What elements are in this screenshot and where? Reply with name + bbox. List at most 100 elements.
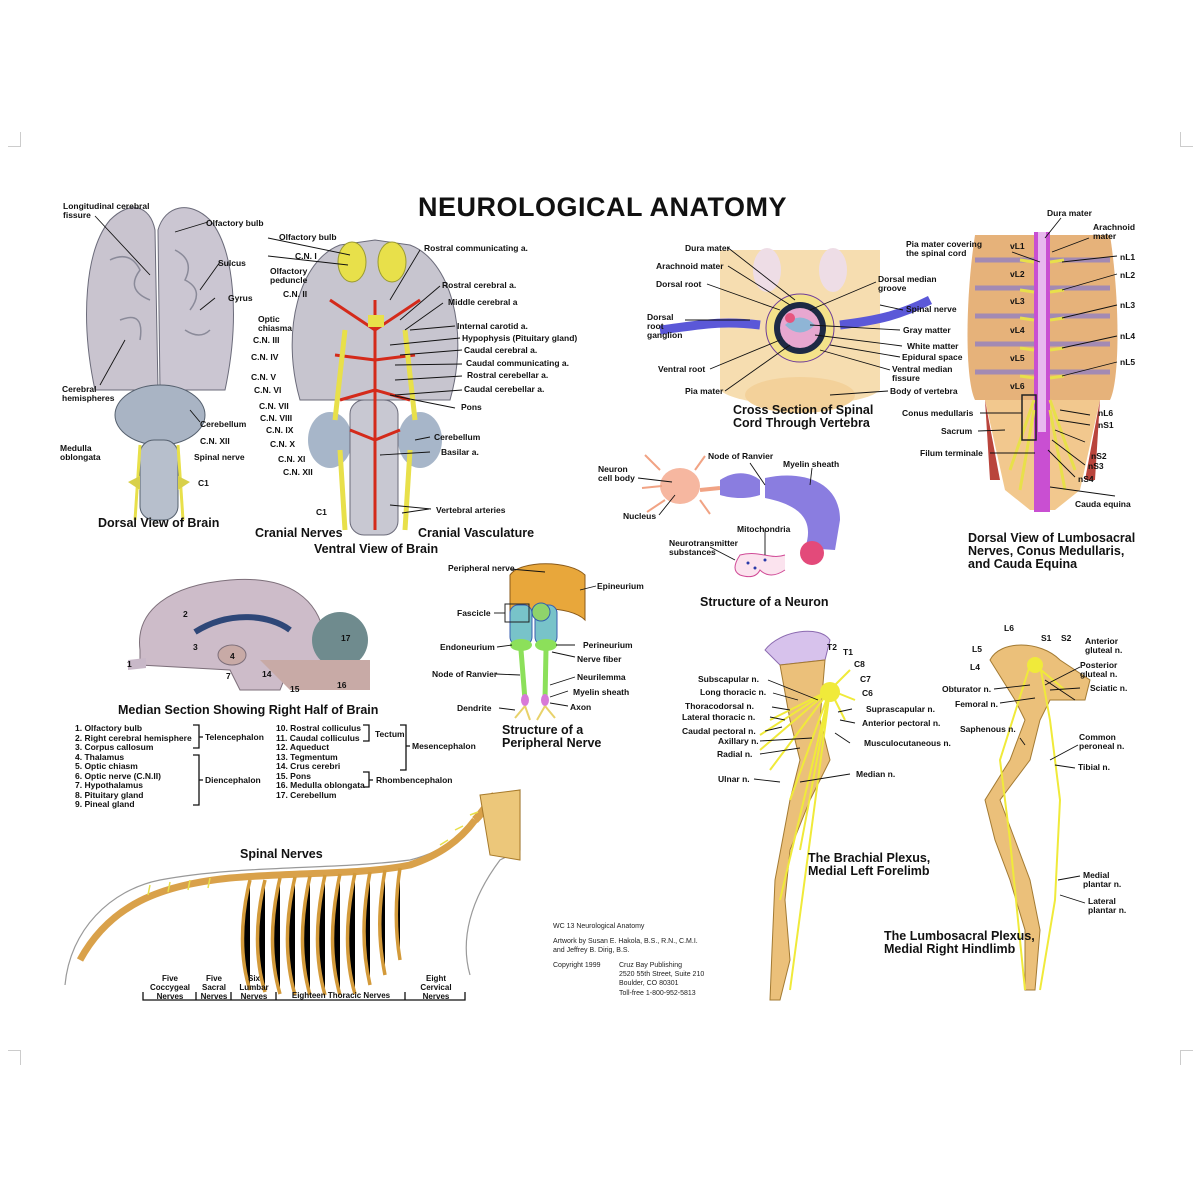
label-caudal-cerebellar-a: Caudal cerebellar a. [464,384,545,394]
label-radial-n: Radial n. [717,749,753,759]
label-fascicle: Fascicle [457,608,491,618]
label-caudal-communicating-a: Caudal communicating a. [466,358,569,368]
label-dorsal-root-ganglion: Dorsal root ganglion [647,312,683,340]
forelimb-illustration [759,630,856,1001]
caption-lumbosacral-line1: Dorsal View of Lumbosacral [968,531,1136,545]
label-nl5: nL5 [1120,357,1136,367]
caption-median-section: Median Section Showing Right Half of Bra… [118,703,379,717]
label-nl4: nL4 [1120,331,1136,341]
label-spinal-nerve-xs: Spinal nerve [906,304,957,314]
label-gray-matter: Gray matter [903,325,951,335]
caption-spinal-nerves: Spinal Nerves [240,847,323,861]
label-perineurium: Perineurium [583,640,633,650]
label-tibial-n: Tibial n. [1078,762,1110,772]
legend-item: 7. Hypothalamus [75,780,144,791]
label-long-thoracic-n: Long thoracic n. [700,687,767,697]
label-thoracodorsal-n: Thoracodorsal n. [685,701,754,711]
label-ventral-root: Ventral root [658,364,706,374]
label-vl5: vL5 [1010,353,1025,363]
label-saphenous-n: Saphenous n. [960,724,1016,734]
horse-spinal-nerves-illustration [64,789,521,996]
group-rhombencephalon: Rhombencephalon [376,775,453,785]
median-number-2: 2 [183,609,188,619]
label-cn-i: C.N. I [295,251,317,261]
label-myelin-sheath-pn: Myelin sheath [573,687,630,697]
median-number-15: 15 [290,684,300,694]
legend-item: 1. Olfactory bulb [75,723,143,733]
label-ns4: nS4 [1078,474,1094,484]
legend-item: 4. Thalamus [75,751,125,762]
label-s1: S1 [1041,633,1052,643]
label-caudal-cerebral-a: Caudal cerebral a. [464,345,538,355]
label-nl1: nL1 [1120,252,1136,262]
legend-brackets [193,724,410,806]
label-sacrum: Sacrum [941,426,973,436]
label-posterior-gluteal-n: Posterior gluteal n. [1080,660,1118,679]
legend-item: 3. Corpus callosum [75,742,154,753]
label-dorsal-median-groove: Dorsal median groove [878,274,937,293]
legend-item: 5. Optic chiasm [75,761,138,772]
lumbosacral-dorsal-illustration [967,232,1118,512]
legend-item: 16. Medulla oblongata [276,780,365,791]
label-ns1: nS1 [1098,420,1114,430]
credits-address-1: 2520 55th Street, Suite 210 [619,971,705,979]
label-rostral-communicating-a: Rostral communicating a. [424,243,528,253]
label-nerve-fiber: Nerve fiber [577,654,622,664]
label-node-of-ranvier: Node of Ranvier [708,451,774,461]
median-legend-right: 10. Rostral colliculus 11. Caudal collic… [276,723,365,800]
label-cn-vii: C.N. VII [259,401,289,411]
label-obturator-n: Obturator n. [942,684,992,694]
legend-item: 11. Caudal colliculus [276,732,360,743]
label-olfactory-peduncle: Olfactory peduncle [270,266,308,285]
caption-cross-section-line1: Cross Section of Spinal [733,403,874,417]
label-vl4: vL4 [1010,325,1025,335]
credits-code: WC 13 Neurological Anatomy [553,923,645,930]
label-cn-x: C.N. X [270,439,296,449]
legend-item: 17. Cerebellum [276,789,337,800]
label-subscapular-n: Subscapular n. [698,674,759,684]
segment-lumbar: Six Lumbar Nerves [239,974,269,1001]
label-median-n: Median n. [856,769,896,779]
label-ulnar-n: Ulnar n. [718,774,750,784]
label-ventral-median-fissure: Ventral median fissure [892,364,953,383]
caption-peripheral-nerve-line2: Peripheral Nerve [502,736,602,750]
median-number-14: 14 [262,669,272,679]
label-internal-carotid-a: Internal carotid a. [457,321,528,331]
label-body-of-vertebra: Body of vertebra [890,386,958,396]
label-rostral-cerebral-a: Rostral cerebral a. [442,280,517,290]
crop-mark-bottom-right [1180,1050,1193,1065]
median-number-3: 3 [193,642,198,652]
label-neurotransmitter-substances: Neurotransmitter substances [669,538,738,557]
label-cn-xi: C.N. XI [278,454,306,464]
median-legend-left: 1. Olfactory bulb 2. Right cerebral hemi… [75,723,192,810]
label-cn-ii: C.N. II [283,289,308,299]
label-spinal-nerve: Spinal nerve [194,452,245,462]
label-l5: L5 [972,644,982,654]
caption-cross-section-line2: Cord Through Vertebra [733,416,870,430]
label-suprascapular-n: Suprascapular n. [866,704,935,714]
label-cn-iii: C.N. III [253,335,280,345]
crop-mark-top-left [8,132,21,147]
segment-thoracic: Eighteen Thoracic Nerves [291,991,391,1000]
label-neurilemma: Neurilemma [577,672,626,682]
label-medulla-oblongata: Medulla oblongata [60,443,101,462]
label-cauda-equina: Cauda equina [1075,499,1131,509]
label-arachnoid-mater-ls: Arachnoid mater [1093,222,1136,241]
label-medial-plantar-n: Medial plantar n. [1083,870,1122,889]
legend-item: 8. Pituitary gland [75,789,144,800]
label-anterior-gluteal-n: Anterior gluteal n. [1085,636,1123,655]
label-lateral-plantar-n: Lateral plantar n. [1088,896,1127,915]
spinal-segment-brackets [142,992,466,1001]
label-conus-medullaris: Conus medullaris [902,408,974,418]
label-pia-mater-covering: Pia mater covering the spinal cord [906,239,983,258]
caption-ventral-view-of-brain: Ventral View of Brain [314,542,439,556]
label-ns2: nS2 [1091,451,1107,461]
legend-item: 2. Right cerebral hemisphere [75,732,192,743]
label-common-peroneal-n: Common peroneal n. [1079,732,1125,751]
label-cerebellum-ventral: Cerebellum [434,432,481,442]
legend-item: 9. Pineal gland [75,799,135,810]
label-caudal-pectoral-n: Caudal pectoral n. [682,726,756,736]
legend-item: 10. Rostral colliculus [276,723,362,733]
legend-item: 14. Crus cerebri [276,761,341,772]
label-c8: C8 [854,659,865,669]
